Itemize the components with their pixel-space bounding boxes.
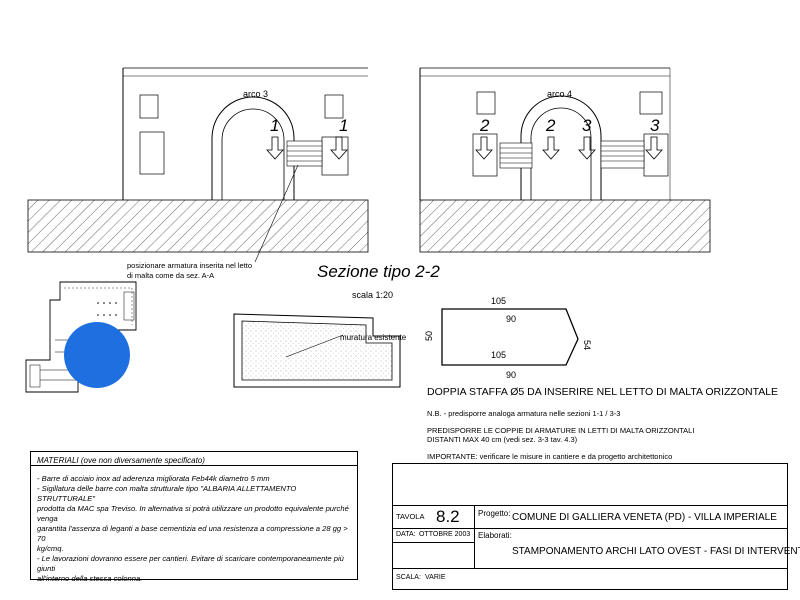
annotation-line-1: posizionare armatura inserita nel letto [127,261,252,270]
importante-note: IMPORTANTE: verificare le misure in cant… [427,452,673,461]
predisporre-note-1: PREDISPORRE LE COPPIE DI ARMATURE IN LET… [427,426,695,435]
section-title: Sezione tipo 2-2 [317,262,440,281]
progetto-value: COMUNE DI GALLIERA VENETA (PD) - VILLA I… [512,512,777,523]
key-plan [25,281,137,393]
scala-value: VARIE [425,574,446,581]
arch-4-label: arco 4 [547,89,572,99]
materials-item: - Sigillatura delle barre con malta stru… [37,484,349,553]
tavola-label: TAVOLA [396,512,425,521]
stirrup-dim-top-outer: 105 [491,296,506,306]
data-value: OTTOBRE 2003 [419,531,471,538]
stirrup-dim-right: 54 [582,340,592,350]
arch-4-elevation: arco 4 2 2 3 3 [419,67,711,253]
section-number: 3 [582,116,592,135]
predisporre-note-2: DISTANTI MAX 40 cm (vedi sez. 3-3 tav. 4… [427,435,578,444]
scale-label: scala 1:20 [352,290,393,300]
materials-item: - Barre di acciaio inox ad aderenza migl… [37,474,270,483]
masonry-section: muratura esistente [233,313,407,388]
materials-box [30,451,358,580]
scala-label: SCALA: [396,574,421,581]
elaborati-label: Elaborati: [478,531,512,540]
stirrup-dim-bottom-inner: 105 [491,350,506,360]
elaborato-value: STAMPONAMENTO ARCHI LATO OVEST - FASI DI… [512,546,800,557]
down-arrow-icon [542,136,560,160]
section-number: 1 [270,116,279,135]
materials-item: - Le lavorazioni dovranno essere per can… [37,554,344,583]
stirrup-dim-top-inner: 90 [506,314,516,324]
arch-3-label: arco 3 [243,89,268,99]
progetto-label: Progetto: [478,509,511,518]
down-arrow-icon [330,136,348,160]
arch-3-elevation: arco 3 1 1 [27,67,369,253]
materials-list: - Barre di acciaio inox ad aderenza migl… [37,474,355,584]
section-number: 1 [339,116,348,135]
data-label: DATA: [396,531,416,538]
down-arrow-icon [266,136,284,160]
tavola-number: 8.2 [436,507,460,526]
stirrup-heading: DOPPIA STAFFA Ø5 DA INSERIRE NEL LETTO D… [427,386,779,398]
ground-hatch-left [27,199,369,253]
section-label: muratura esistente [340,333,407,342]
ground-hatch-right [419,199,711,253]
section-number: 2 [479,116,490,135]
materials-divider [30,465,358,466]
section-number: 2 [545,116,556,135]
annotation-line-2: di malta come da sez. A-A [127,271,214,280]
materials-title: MATERIALI (ove non diversamente specific… [37,456,205,465]
stirrup-dim-bottom-outer: 90 [506,370,516,380]
down-arrow-icon [578,136,596,160]
section-number: 3 [650,116,660,135]
highlight-circle [64,322,130,388]
title-block [392,463,788,590]
leader-line [254,164,299,263]
stirrup-diagram: 105 90 50 54 105 90 [424,296,592,380]
nb-note: N.B. - predisporre analoga armatura nell… [427,409,621,418]
down-arrow-icon [475,136,493,160]
stirrup-dim-left: 50 [424,331,434,341]
down-arrow-icon [645,136,663,160]
